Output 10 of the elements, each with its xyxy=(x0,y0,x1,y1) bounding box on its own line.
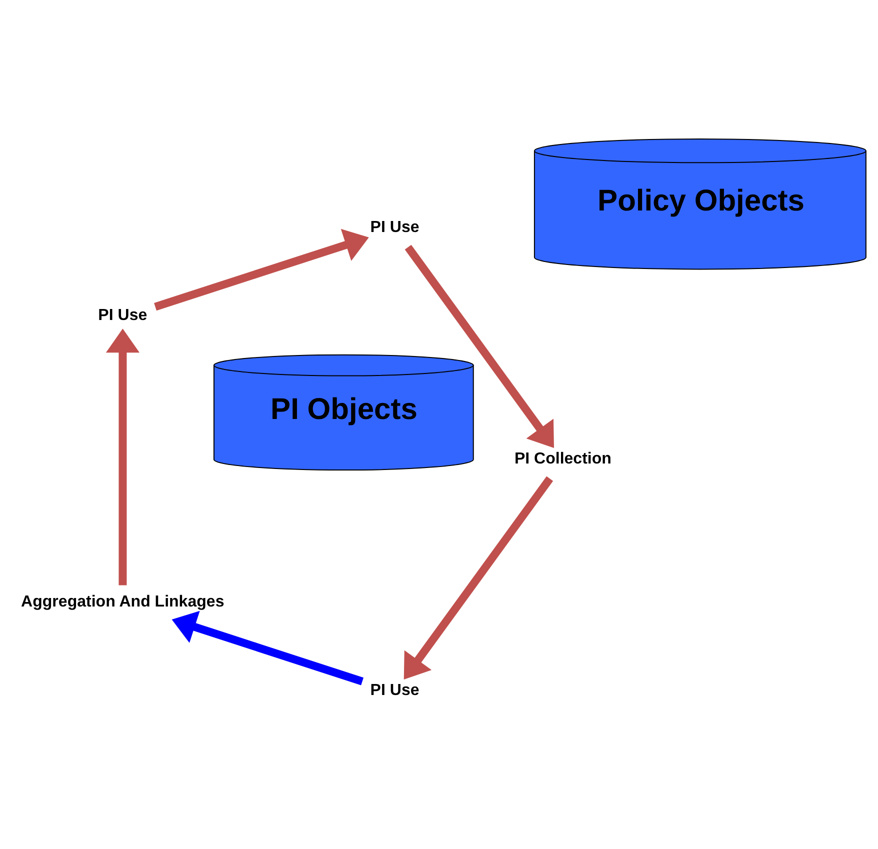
node-text: PI Use xyxy=(370,218,419,236)
node-text: PI Use xyxy=(370,680,419,699)
node-text: PI Collection xyxy=(514,449,611,468)
arrow xyxy=(105,328,140,586)
arrow xyxy=(404,244,554,448)
node-text: PI Use xyxy=(98,306,147,324)
arrow xyxy=(403,476,553,680)
arrow xyxy=(154,228,368,311)
node-text: Aggregation And Linkages xyxy=(20,592,224,610)
arrow xyxy=(171,610,364,686)
